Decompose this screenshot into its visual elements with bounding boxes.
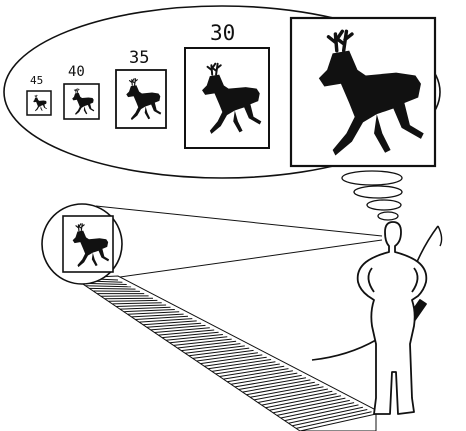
distance-label-45: 45 [30, 74, 43, 87]
distance-label-30: 30 [210, 21, 235, 45]
thought-trail-loop-3 [367, 200, 401, 210]
ground-hatch-line [105, 298, 153, 299]
archer-figure-icon [312, 222, 442, 414]
thought-trail [342, 171, 402, 220]
bow-string [438, 226, 442, 246]
thought-trail-loop-4 [378, 212, 398, 220]
distance-label-40: 40 [68, 64, 85, 80]
thought-trail-loop-2 [354, 186, 402, 198]
frame-closest [291, 18, 435, 166]
thought-trail-loop-1 [342, 171, 402, 185]
sight-lines [92, 206, 382, 281]
sight-line-bottom [92, 240, 382, 281]
distance-label-35: 35 [129, 48, 149, 68]
ground-hatch-line [89, 288, 135, 289]
target-view-circle [42, 204, 122, 284]
ground-path [74, 276, 376, 431]
sight-line-top [96, 206, 382, 236]
